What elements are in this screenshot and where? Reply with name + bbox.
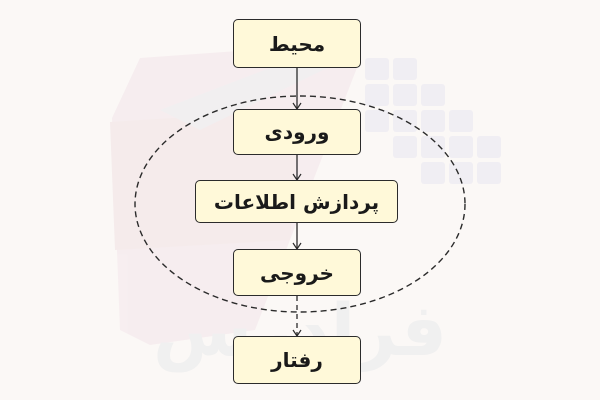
node-processing-label: پردازش اطلاعات [213, 189, 380, 214]
node-input-label: ورودی [264, 120, 330, 144]
node-environment: محیط [233, 19, 361, 68]
group-ellipse [134, 95, 466, 313]
node-environment-label: محیط [268, 31, 326, 56]
node-behavior: رفتار [233, 336, 361, 384]
watermark-grid [365, 58, 501, 184]
node-processing: پردازش اطلاعات [195, 180, 398, 223]
node-behavior-label: رفتار [271, 348, 323, 372]
node-input: ورودی [233, 109, 361, 155]
node-output-label: خروجی [260, 260, 334, 285]
node-output: خروجی [233, 249, 361, 296]
